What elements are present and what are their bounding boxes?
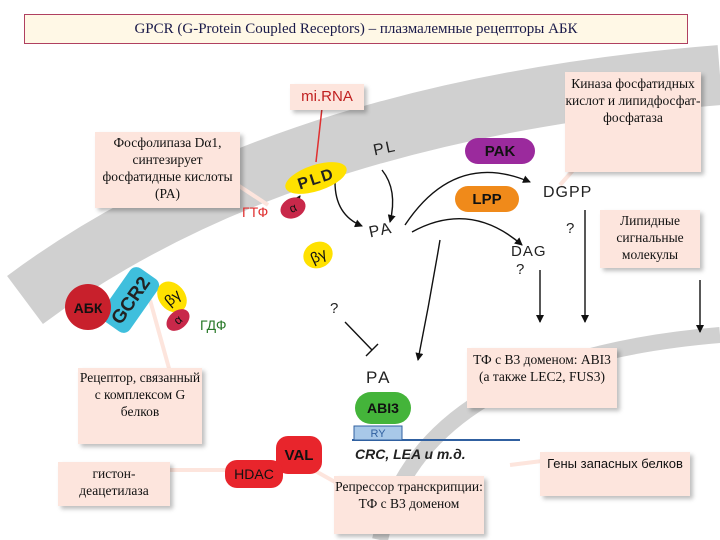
arrow-pld-to-pa — [334, 181, 363, 228]
mirna-box: mi.RNA — [290, 84, 364, 110]
gdp-label: ГДФ — [200, 317, 227, 333]
mid-question: ? — [330, 300, 339, 317]
storage-genes-box: Гены запасных белков — [540, 452, 690, 496]
right-question: ? — [566, 220, 575, 237]
arrow-pa-to-dag — [411, 218, 523, 246]
pak-enzyme: PAK — [465, 138, 535, 164]
abk-ligand — [65, 284, 111, 330]
genes-label: CRC, LEA и т.д. — [355, 446, 466, 462]
arrow-pa-to-dgpp — [404, 171, 531, 226]
mirna-label: mi.RNA — [301, 88, 353, 105]
dag-question: ? — [516, 261, 525, 278]
repressor-box: Репрессор транскрипции: ТФ с B3 доменом — [334, 476, 484, 534]
tf-b3-box: ТФ с B3 доменом: ABI3 (а также LEC2, FUS… — [467, 348, 617, 408]
lpp-label: LPP — [472, 190, 502, 208]
histone-deacetylase-box: гистон-деацетилаза — [58, 462, 170, 506]
alpha-free: α — [280, 197, 306, 219]
pl-label: PL — [372, 138, 399, 160]
receptor-desc-label: Рецептор, связанный с комплексом G белко… — [79, 370, 201, 419]
lipid-signals-label: Липидные сигнальные молекулы — [616, 213, 684, 262]
beta-gamma-free-label: βγ — [308, 245, 330, 267]
leader-receptor — [148, 299, 172, 373]
dag-label: DAG — [511, 243, 547, 260]
arrow-pa-to-nucleus — [415, 239, 441, 361]
mirna-inhibition-line — [315, 107, 323, 163]
beta-gamma-free: βγ — [303, 241, 333, 269]
pa-upper-label: PA — [367, 220, 394, 242]
pl-node: PL — [372, 138, 399, 160]
phospholipase-label: Фосфолипаза Dα1, синтезирует фосфатидные… — [102, 135, 233, 201]
storage-genes-label: Гены запасных белков — [547, 456, 683, 471]
beta-gamma-bound: βγ — [157, 281, 187, 313]
pa-upper-node: PA — [367, 220, 394, 242]
pa-nucleus-label: PA — [366, 368, 392, 387]
hdac-enzyme: HDAC — [225, 460, 283, 488]
kinase-label: Киназа фосфатидных кислот и липидфосфат-… — [565, 76, 701, 125]
hdac-label: HDAC — [234, 466, 274, 482]
ry-element — [353, 425, 403, 441]
title-box: GPCR (G-Protein Coupled Receptors) – пла… — [24, 14, 688, 44]
abk-label: АБК — [74, 300, 103, 316]
abi3-label: ABI3 — [367, 400, 399, 416]
val-factor: VAL — [276, 436, 322, 474]
page-title: GPCR (G-Protein Coupled Receptors) – пла… — [134, 20, 578, 37]
lpp-enzyme: LPP — [455, 186, 519, 212]
receptor-desc-box: Рецептор, связанный с комплексом G белко… — [78, 368, 202, 444]
abi3-factor: ABI3 — [355, 392, 411, 424]
kinase-box: Киназа фосфатидных кислот и липидфосфат-… — [565, 72, 701, 172]
ry-label: RY — [370, 428, 386, 440]
inhibition-line — [344, 321, 373, 351]
inhibition-bar — [365, 343, 379, 357]
gtp-label: ГТФ — [242, 204, 269, 220]
val-label: VAL — [284, 446, 314, 464]
phospholipase-box: Фосфолипаза Dα1, синтезирует фосфатидные… — [95, 132, 240, 208]
histone-deacetylase-label: гистон-деацетилаза — [79, 466, 149, 498]
alpha-bound: α — [166, 309, 190, 331]
dgpp-label: DGPP — [543, 184, 593, 201]
pak-label: PAK — [484, 142, 516, 160]
tf-b3-label: ТФ с B3 доменом: ABI3 (а также LEC2, FUS… — [473, 352, 611, 384]
lipid-signals-box: Липидные сигнальные молекулы — [600, 210, 700, 268]
arrow-pl-to-pa — [381, 169, 396, 223]
repressor-label: Репрессор транскрипции: ТФ с B3 доменом — [335, 479, 483, 511]
